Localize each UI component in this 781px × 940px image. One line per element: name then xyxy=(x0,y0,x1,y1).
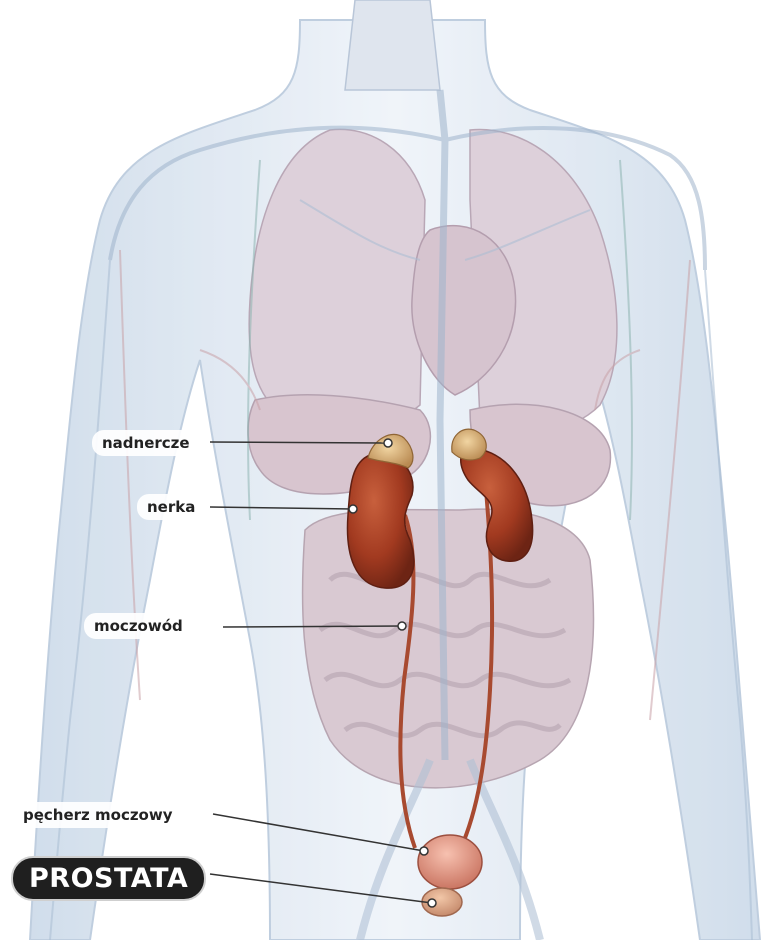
urinary-bladder xyxy=(418,835,482,889)
label-prostate: PROSTATA xyxy=(11,856,206,901)
label-ureter: moczowód xyxy=(84,613,193,639)
left-kidney xyxy=(347,454,413,588)
label-adrenal-gland: nadnercze xyxy=(92,430,200,456)
neck xyxy=(345,0,440,90)
right-adrenal-gland xyxy=(452,429,486,460)
label-urinary-bladder: pęcherz moczowy xyxy=(13,802,183,828)
label-kidney: nerka xyxy=(137,494,205,520)
